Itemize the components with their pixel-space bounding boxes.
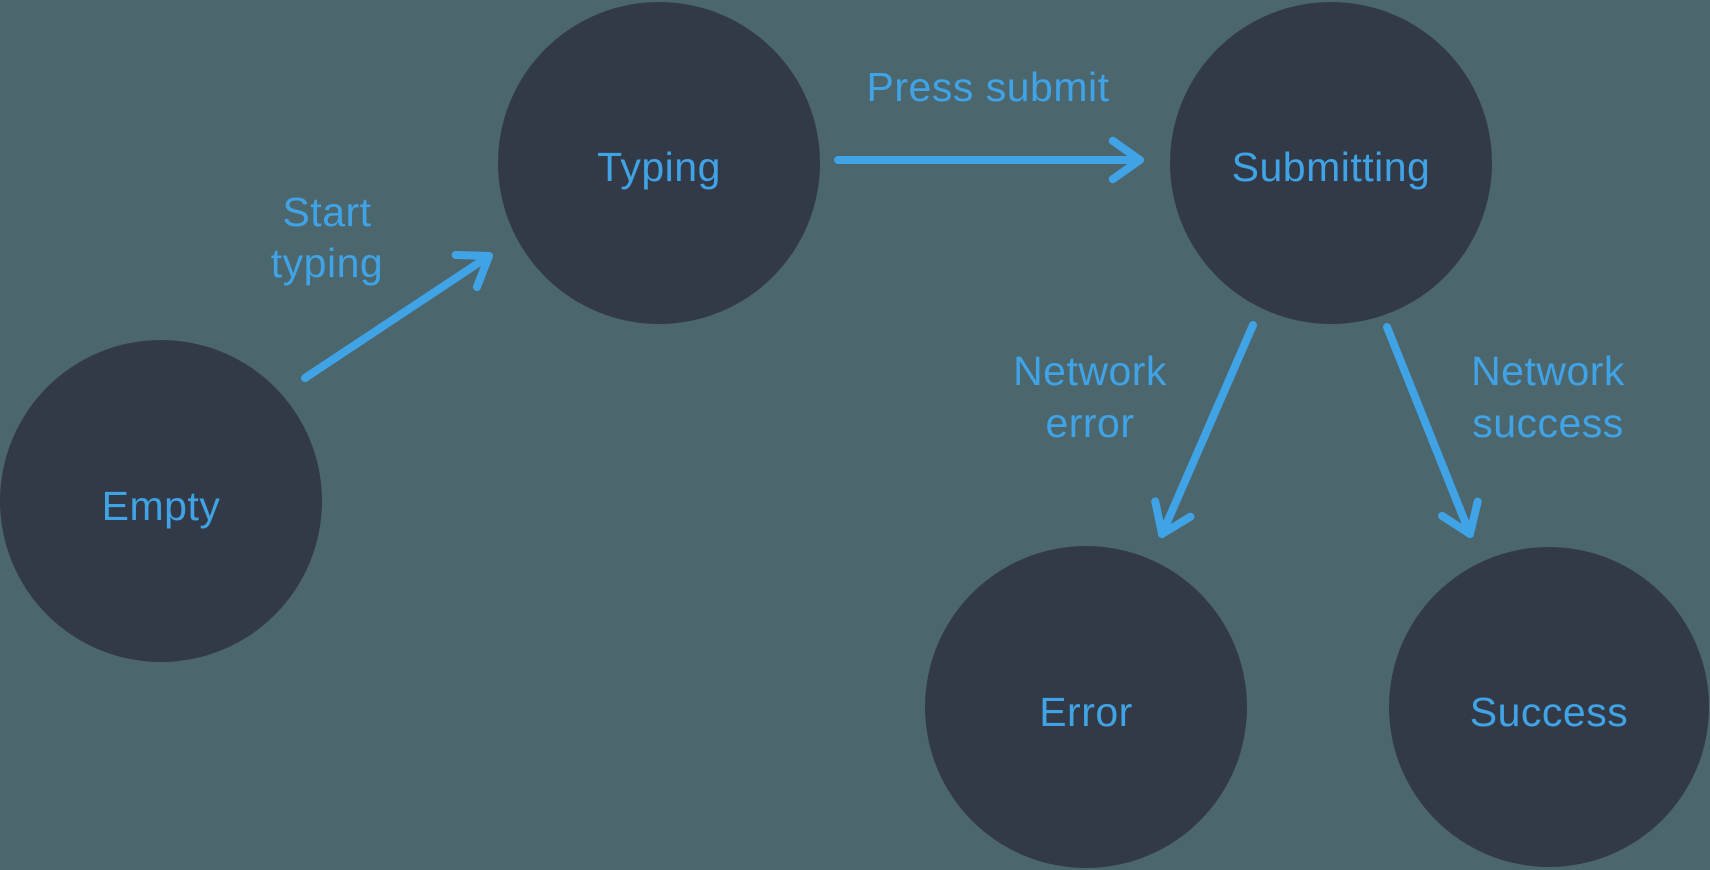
- state-node-success-label: Success: [1470, 689, 1628, 735]
- edge-start-typing-arrow: [301, 251, 493, 382]
- edge-start-typing-label-line1: Start: [282, 189, 371, 235]
- state-node-empty-label: Empty: [102, 483, 221, 529]
- state-node-submitting-circle: [1170, 2, 1492, 324]
- edge-network-success: Network success: [1383, 323, 1625, 538]
- edge-press-submit: Press submit: [834, 64, 1144, 184]
- state-node-submitting: Submitting: [1170, 2, 1492, 324]
- state-node-error-label: Error: [1039, 689, 1133, 735]
- state-node-typing: Typing: [498, 2, 820, 324]
- edge-network-error-label-line1: Network: [1013, 348, 1167, 394]
- state-node-typing-label: Typing: [597, 144, 721, 190]
- edge-start-typing-label-line2: typing: [271, 240, 383, 286]
- state-node-empty-circle: [0, 340, 322, 662]
- edge-network-success-arrow: [1383, 323, 1482, 538]
- state-node-typing-circle: [498, 2, 820, 324]
- edge-start-typing: Start typing: [271, 189, 493, 382]
- edge-network-error-arrow: [1151, 321, 1257, 538]
- edge-network-success-label-line2: success: [1472, 400, 1624, 446]
- state-node-error: Error: [925, 546, 1247, 868]
- state-node-success-circle: [1389, 547, 1709, 867]
- state-node-submitting-label: Submitting: [1232, 144, 1431, 190]
- state-node-empty: Empty: [0, 340, 322, 662]
- edge-press-submit-label: Press submit: [867, 64, 1110, 110]
- edge-network-error: Network error: [1013, 321, 1257, 538]
- edge-network-success-label-line1: Network: [1471, 348, 1625, 394]
- state-node-success: Success: [1389, 547, 1709, 867]
- state-node-error-circle: [925, 546, 1247, 868]
- edge-network-error-label-line2: error: [1045, 400, 1134, 446]
